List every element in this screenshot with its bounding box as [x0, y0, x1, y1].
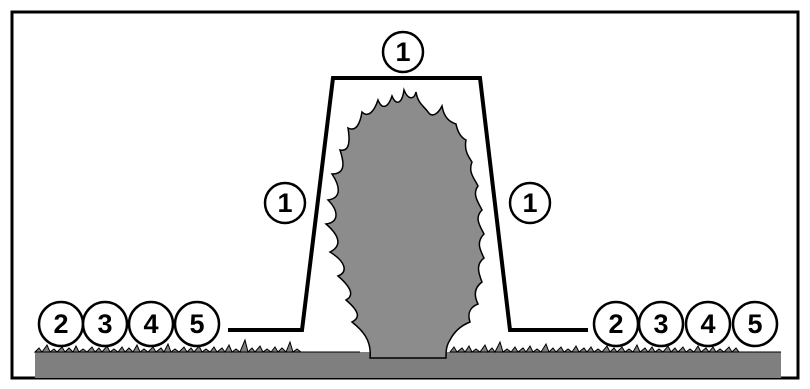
svg-text:1: 1 — [277, 188, 292, 218]
clearance-outline — [228, 76, 588, 332]
svg-text:3: 3 — [653, 309, 668, 339]
right-group-badge: 4 — [684, 300, 732, 348]
right-label-group: 2 3 4 5 — [592, 300, 779, 348]
svg-text:4: 4 — [143, 309, 158, 339]
left-group-badge: 5 — [173, 300, 221, 348]
svg-text:4: 4 — [700, 309, 715, 339]
svg-text:3: 3 — [97, 309, 112, 339]
right-group-badge: 5 — [731, 300, 779, 348]
left-group-badge: 4 — [127, 300, 175, 348]
left-slope-label-badge: 1 — [263, 181, 307, 225]
svg-text:1: 1 — [395, 37, 410, 67]
svg-text:5: 5 — [189, 309, 204, 339]
right-group-badge: 2 — [592, 300, 640, 348]
tree-silhouette — [324, 87, 485, 359]
left-label-group: 2 3 4 5 — [37, 300, 221, 348]
right-group-badge: 3 — [637, 300, 685, 348]
top-label-badge: 1 — [381, 30, 425, 74]
svg-text:1: 1 — [522, 188, 537, 218]
svg-text:2: 2 — [608, 309, 623, 339]
svg-text:2: 2 — [53, 309, 68, 339]
left-group-badge: 3 — [81, 300, 129, 348]
left-group-badge: 2 — [37, 300, 85, 348]
right-slope-label-badge: 1 — [508, 181, 552, 225]
svg-text:5: 5 — [747, 309, 762, 339]
